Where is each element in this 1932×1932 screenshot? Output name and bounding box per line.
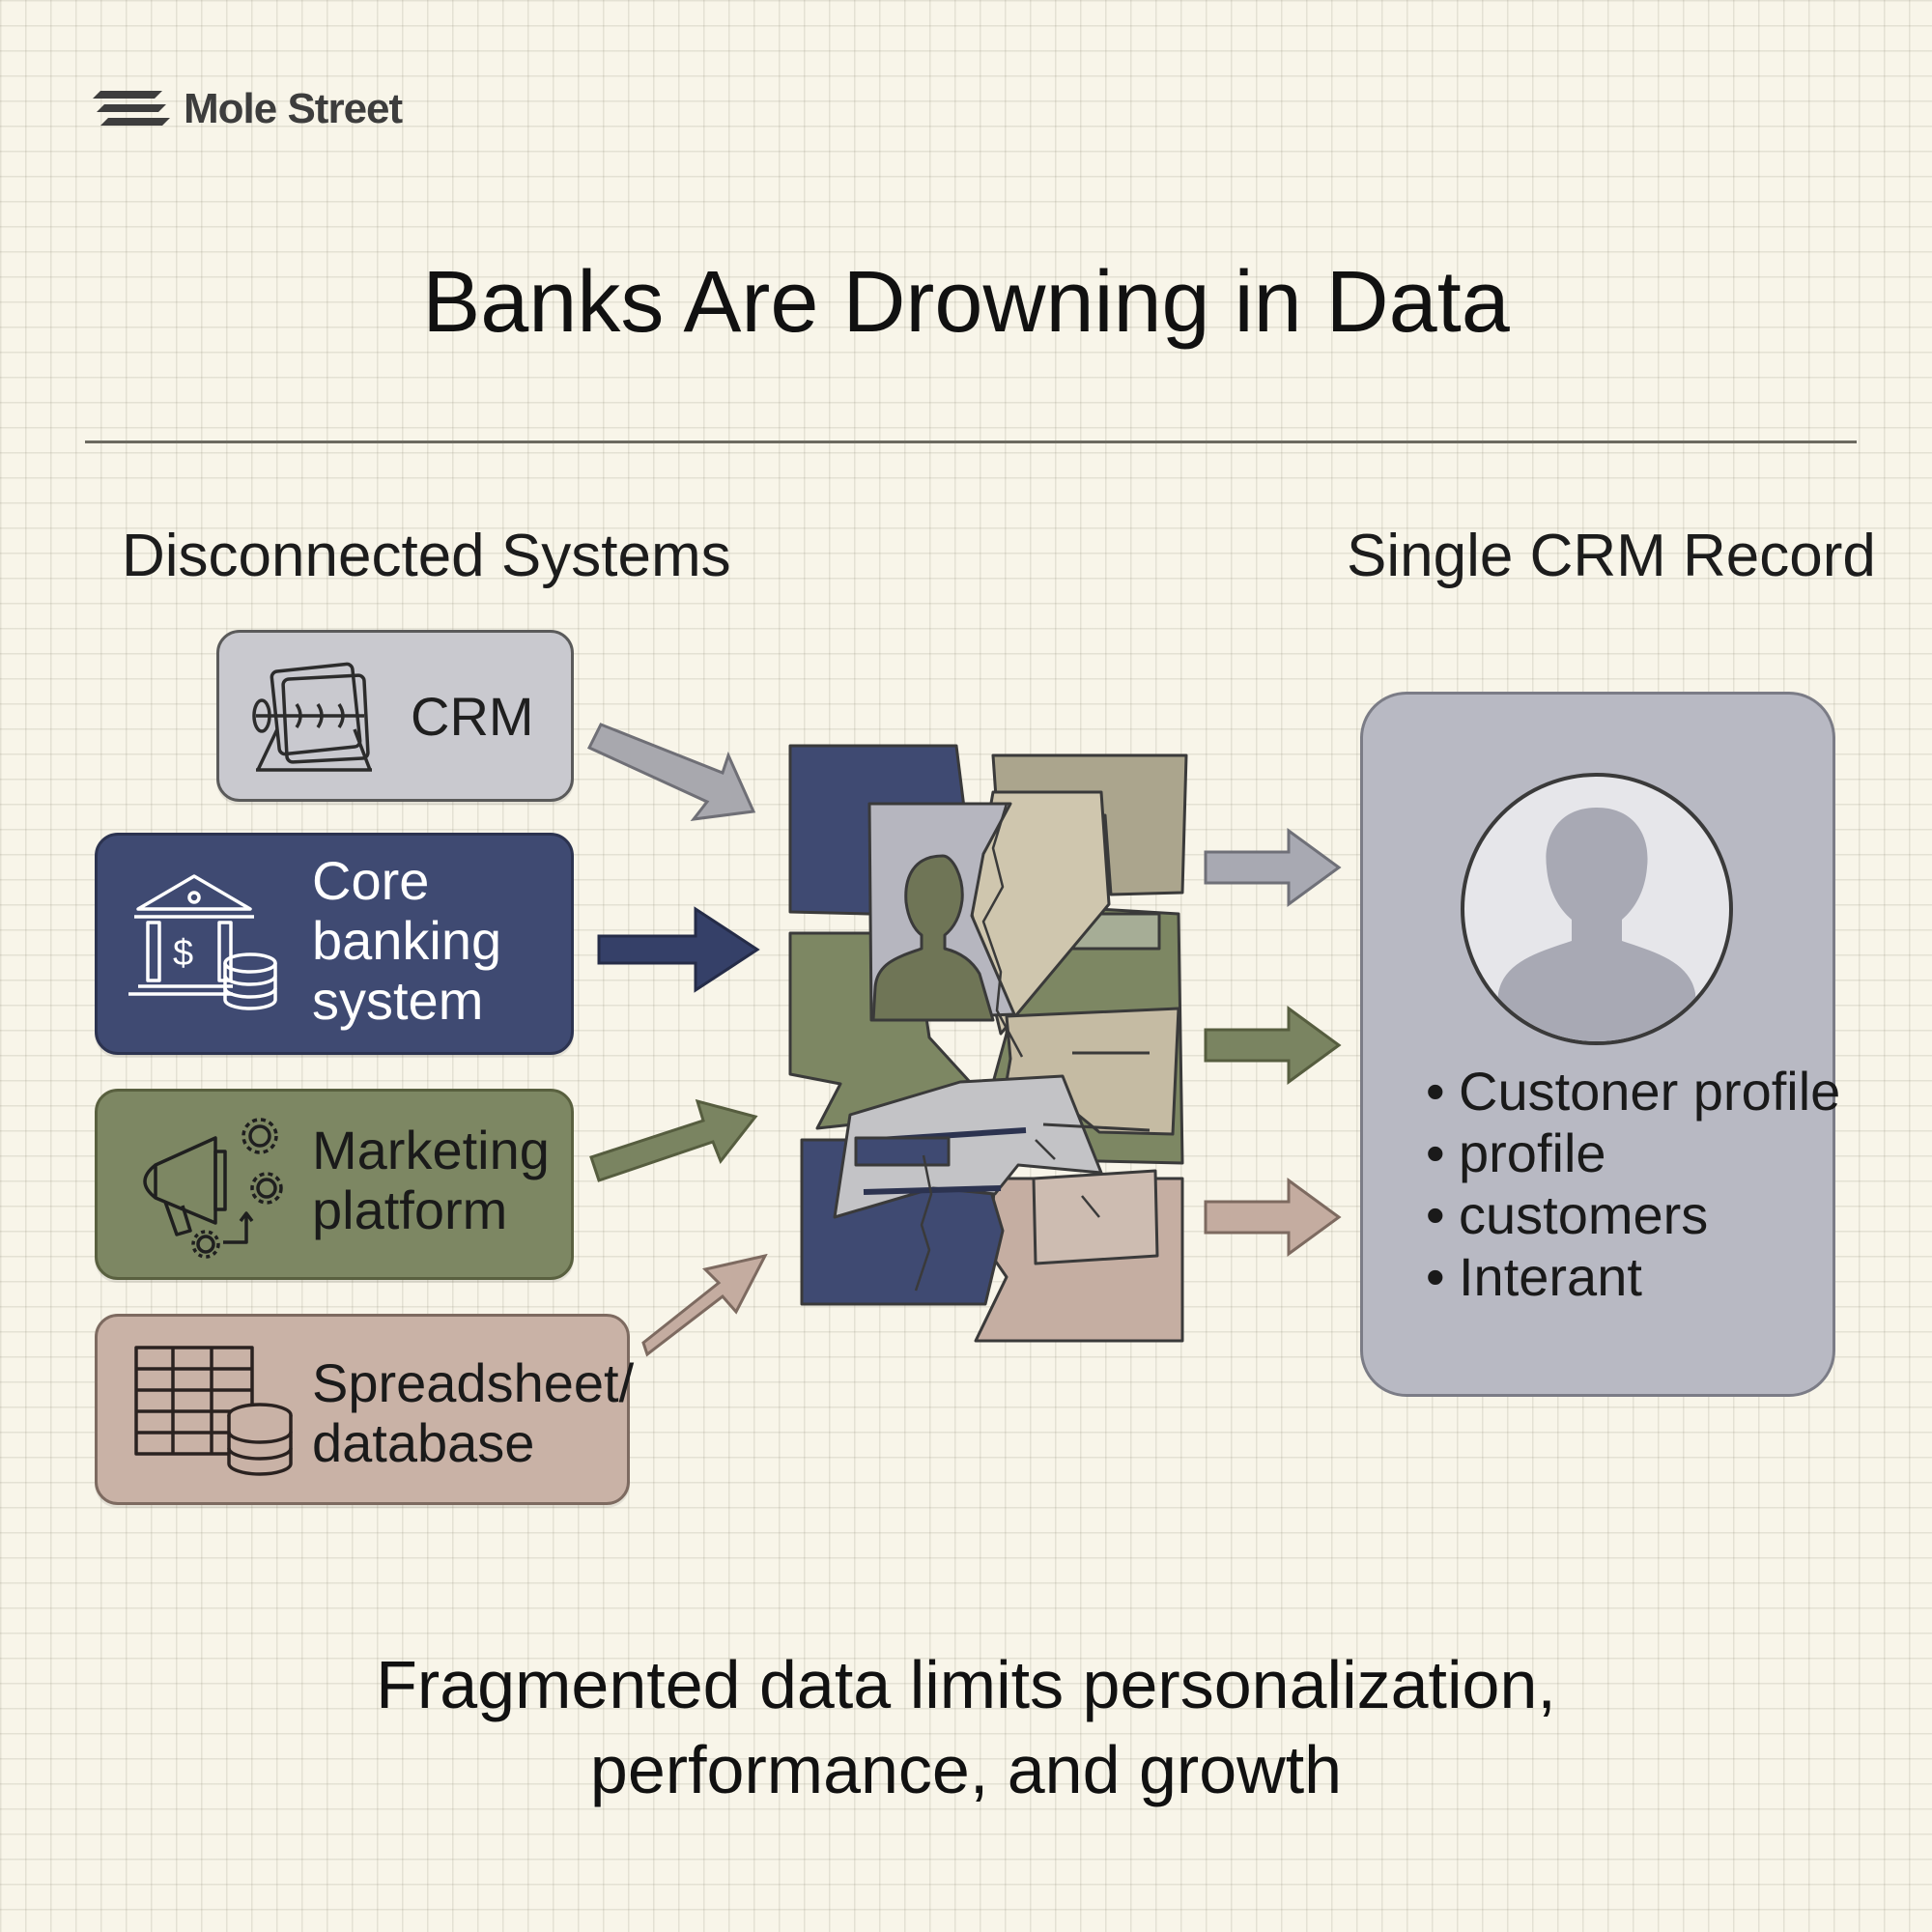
brand-logo: Mole Street bbox=[93, 85, 403, 133]
fragment-person-icon bbox=[871, 854, 995, 1022]
arrow-core-to-fragments bbox=[597, 906, 760, 993]
fragment-doc-line-2 bbox=[863, 1185, 1002, 1195]
rolodex-icon bbox=[252, 662, 372, 772]
system-box-core-banking: $ Core banking system bbox=[95, 833, 574, 1055]
fragment-taupe-mid bbox=[1032, 1169, 1159, 1265]
system-box-marketing: Marketing platform bbox=[95, 1089, 574, 1280]
record-field: profile bbox=[1426, 1122, 1840, 1184]
spreadsheet-database-icon bbox=[134, 1346, 293, 1476]
arrow-spreadsheet-to-fragments bbox=[641, 1254, 768, 1357]
fragmented-data-collage bbox=[788, 744, 1188, 1343]
record-field: Custoner profile bbox=[1426, 1061, 1840, 1122]
arrow-marketing-to-fragments bbox=[589, 1098, 758, 1182]
record-field: Interant bbox=[1426, 1246, 1840, 1308]
arrow-fragments-to-record-1 bbox=[1204, 828, 1342, 907]
arrow-fragments-to-record-3 bbox=[1204, 1178, 1342, 1257]
arrow-fragments-to-record-2 bbox=[1204, 1006, 1342, 1085]
brand-name: Mole Street bbox=[184, 85, 403, 132]
system-label-spreadsheet: Spreadsheet/ database bbox=[312, 1352, 635, 1473]
divider bbox=[85, 440, 1857, 443]
footer-line-2: performance, and growth bbox=[589, 1732, 1343, 1807]
megaphone-gears-icon bbox=[143, 1118, 283, 1259]
system-box-crm: CRM bbox=[216, 630, 574, 802]
user-avatar-icon bbox=[1461, 773, 1733, 1045]
fragment-doc bbox=[833, 1074, 1103, 1219]
record-field: customers bbox=[1426, 1184, 1840, 1246]
page-title: Banks Are Drowning in Data bbox=[422, 254, 1510, 351]
footer-line-1: Fragmented data limits personalization, bbox=[376, 1647, 1556, 1722]
fragment-dash-2 bbox=[1042, 1122, 1151, 1132]
fragment-doc-bar bbox=[854, 1136, 951, 1167]
fragment-crack-3 bbox=[1035, 1139, 1100, 1218]
system-label-marketing: Marketing platform bbox=[312, 1120, 550, 1240]
left-heading: Disconnected Systems bbox=[122, 523, 731, 589]
record-fields-list: Custoner profile profile customers Inter… bbox=[1426, 1061, 1840, 1308]
right-heading: Single CRM Record bbox=[1347, 523, 1876, 589]
fragment-crack-2 bbox=[914, 1154, 933, 1292]
system-label-core-banking: Core banking system bbox=[312, 850, 502, 1031]
arrow-crm-to-fragments bbox=[586, 723, 756, 821]
brand-stripes-icon bbox=[93, 91, 170, 126]
fragment-crack-1 bbox=[981, 803, 1024, 1058]
bank-database-icon: $ bbox=[128, 874, 277, 1010]
footer-caption: Fragmented data limits personalization, … bbox=[0, 1642, 1932, 1812]
system-box-spreadsheet: Spreadsheet/ database bbox=[95, 1314, 635, 1505]
svg-text:$: $ bbox=[173, 933, 193, 974]
system-label-crm: CRM bbox=[411, 686, 534, 747]
